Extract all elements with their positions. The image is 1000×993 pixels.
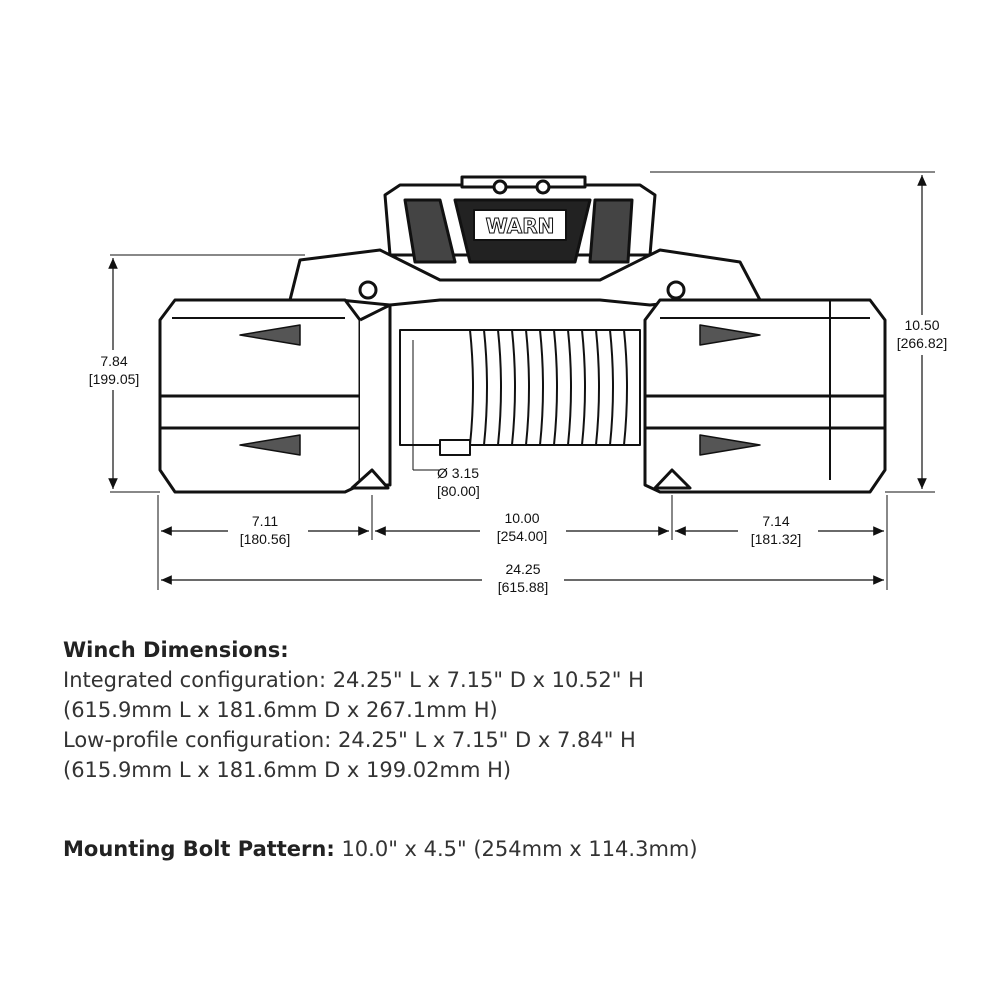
winch-dimension-drawing: WARN 7.84 [199.05] 10.50 [266.82] Ø 3.15…: [80, 171, 959, 598]
left-height-mm: [199.05]: [89, 371, 140, 387]
spec-line-low-profile-mm: (615.9mm L x 181.6mm D x 199.02mm H): [63, 758, 512, 782]
spec-line-integrated-mm: (615.9mm L x 181.6mm D x 267.1mm H): [63, 698, 498, 722]
left-span-mm: [180.56]: [240, 531, 291, 547]
drum-diameter-mm: [80.00]: [437, 483, 480, 499]
spec-line-integrated: Integrated configuration: 24.25" L x 7.1…: [63, 668, 644, 692]
bolt-pattern-value: 10.0" x 4.5" (254mm x 114.3mm): [334, 837, 698, 861]
spec-line-low-profile: Low-profile configuration: 24.25" L x 7.…: [63, 728, 636, 752]
dimension-labels: 7.84 [199.05] 10.50 [266.82] Ø 3.15 [80.…: [80, 315, 959, 598]
mounting-bolt-section: Mounting Bolt Pattern: 10.0" x 4.5" (254…: [63, 834, 698, 864]
winch-dimensions-section: Winch Dimensions: Integrated configurati…: [63, 635, 644, 785]
right-height-inch: 10.50: [904, 317, 939, 333]
right-height-mm: [266.82]: [897, 335, 948, 351]
right-span-mm: [181.32]: [751, 531, 802, 547]
right-span-inch: 7.14: [762, 513, 789, 529]
overall-length-mm: [615.88]: [498, 579, 549, 595]
drum-diameter-inch: Ø 3.15: [437, 465, 479, 481]
winch-dimensions-heading: Winch Dimensions:: [63, 638, 289, 662]
center-span-inch: 10.00: [504, 510, 539, 526]
extension-lines: [110, 171, 935, 590]
winch-body: [158, 175, 887, 494]
left-height-inch: 7.84: [100, 353, 127, 369]
overall-length-inch: 24.25: [505, 561, 540, 577]
bolt-pattern-label: Mounting Bolt Pattern:: [63, 837, 335, 861]
brand-label: WARN: [486, 214, 555, 238]
left-span-inch: 7.11: [252, 513, 278, 529]
center-span-mm: [254.00]: [497, 528, 548, 544]
